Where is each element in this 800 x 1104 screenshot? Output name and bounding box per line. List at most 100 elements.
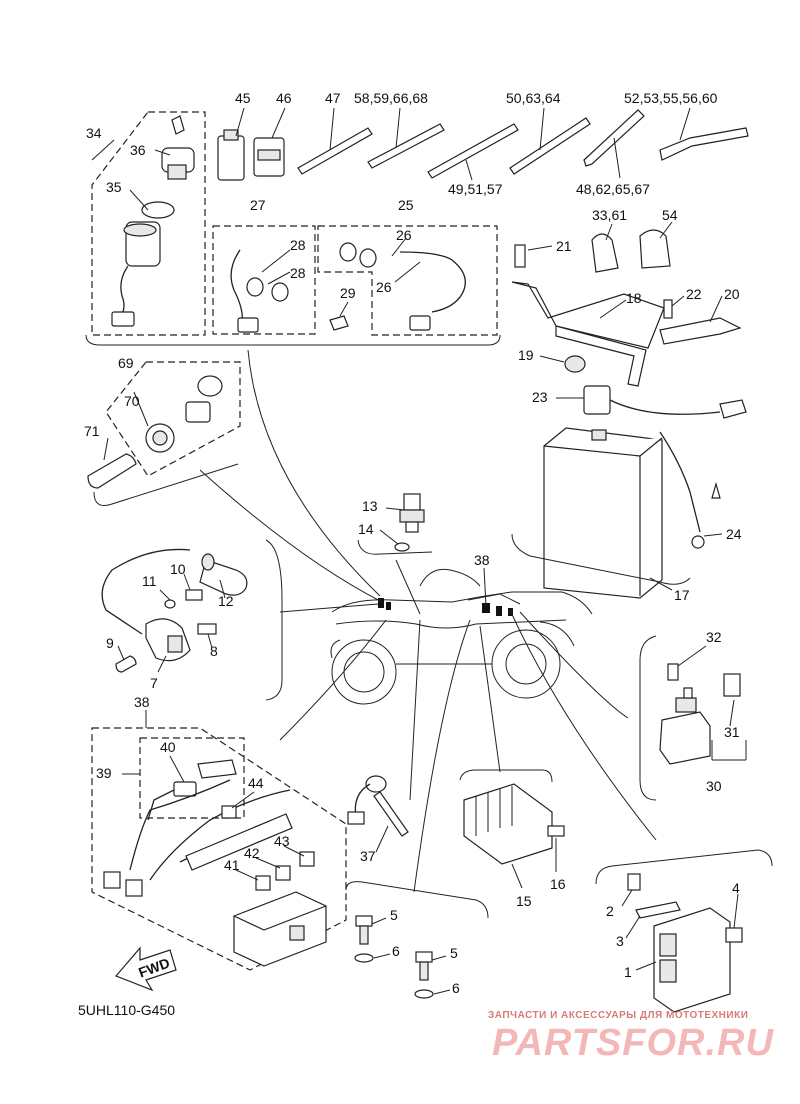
leaders-socket <box>103 391 149 461</box>
callout-52: 52,53,55,56,60 <box>624 90 718 106</box>
callout-15: 15 <box>516 893 532 909</box>
leaders-relay30 <box>677 645 747 761</box>
cable-tie-49 <box>427 123 519 179</box>
callout-11: 11 <box>142 573 157 589</box>
clamp-33 <box>591 233 619 273</box>
washer-6-a <box>354 953 374 963</box>
thermo-bracket-outline <box>357 539 433 555</box>
leader-13 <box>385 507 405 511</box>
cable-tie-47 <box>297 127 373 175</box>
leaders-atv <box>199 349 657 893</box>
cable-tie-58 <box>367 123 445 169</box>
washer-11 <box>164 599 176 609</box>
callout-26-a: 26 <box>396 227 412 243</box>
rectifier-bracket-outline <box>459 769 553 783</box>
callout-19: 19 <box>518 347 534 363</box>
band-52 <box>659 127 749 161</box>
callout-18: 18 <box>626 290 642 306</box>
relay30-bracket-outline <box>639 635 657 801</box>
callout-30: 30 <box>706 778 722 794</box>
plate-20 <box>659 317 742 345</box>
callout-17: 17 <box>674 587 690 603</box>
callout-43: 43 <box>274 833 290 849</box>
cable-tie-50 <box>509 117 591 175</box>
bolt-5-b <box>415 951 433 981</box>
bolt-16 <box>547 825 565 837</box>
bracket-3 <box>635 901 681 919</box>
watermark-brand[interactable]: PARTSFOR.RU <box>492 1022 774 1064</box>
socket-bracket-outline <box>93 463 239 506</box>
callout-16: 16 <box>550 876 566 892</box>
callout-58: 58,59,66,68 <box>354 90 428 106</box>
callout-37: 37 <box>360 848 376 864</box>
callout-8: 8 <box>210 643 218 659</box>
bracket-top-outline <box>85 334 501 346</box>
main-switch-key <box>161 115 195 180</box>
callout-12: 12 <box>218 593 234 609</box>
bolt-10 <box>185 589 203 601</box>
leaders-relay <box>117 573 226 673</box>
callout-35: 35 <box>106 179 122 195</box>
callout-45: 45 <box>235 90 251 106</box>
callout-38-top: 38 <box>474 552 490 568</box>
connector-4 <box>725 927 743 943</box>
callout-6-a: 6 <box>392 943 400 959</box>
callout-29: 29 <box>340 285 356 301</box>
fuse-31 <box>723 673 741 697</box>
callout-31: 31 <box>724 724 740 740</box>
callout-26-b: 26 <box>376 279 392 295</box>
leaders-battery <box>556 397 723 591</box>
group-38-outline <box>91 727 347 971</box>
washer-6-b <box>414 989 434 999</box>
sub-lead-25 <box>339 242 466 331</box>
bolt-2 <box>627 873 641 891</box>
damper-19 <box>564 355 586 373</box>
leaders-cdi <box>621 889 739 971</box>
leader-37 <box>375 825 389 853</box>
callout-50: 50,63,64 <box>506 90 561 106</box>
connector-45 <box>217 129 245 181</box>
group-69-outline <box>105 361 241 477</box>
gasket-14 <box>394 542 410 552</box>
group-39-outline <box>139 737 245 819</box>
callout-33-61: 33,61 <box>592 207 627 223</box>
callout-47: 47 <box>325 90 341 106</box>
connector-44 <box>221 805 237 819</box>
leaders-bracket <box>527 221 723 363</box>
leaders-sub <box>261 237 421 317</box>
fuse-43 <box>299 851 315 867</box>
callout-25: 25 <box>398 197 414 213</box>
battery <box>543 427 663 599</box>
leaders-top <box>91 107 691 211</box>
fuse-box <box>233 891 327 967</box>
callout-36: 36 <box>130 142 146 158</box>
callout-labels: 34 36 35 45 46 47 58,59,66,68 50,63,64 5… <box>84 90 742 996</box>
callout-54: 54 <box>662 207 678 223</box>
cap-29 <box>329 315 349 331</box>
callout-44: 44 <box>248 775 264 791</box>
callout-70: 70 <box>124 393 140 409</box>
sub-lead-27 <box>230 249 289 333</box>
relay-7 <box>145 618 191 662</box>
callout-69: 69 <box>118 355 134 371</box>
callout-14: 14 <box>358 521 374 537</box>
battery-lead-23 <box>583 385 747 419</box>
socket-sleeve-71 <box>87 453 137 489</box>
callout-5-b: 5 <box>450 945 458 961</box>
callout-3: 3 <box>616 933 624 949</box>
bolts-bracket-outline <box>345 881 489 919</box>
callout-40: 40 <box>160 739 176 755</box>
callout-24: 24 <box>726 526 742 542</box>
diagram-code: 5UHL110-G450 <box>78 1002 176 1018</box>
callout-48: 48,62,65,67 <box>576 181 650 197</box>
callout-1: 1 <box>624 964 632 980</box>
callout-7: 7 <box>150 675 158 691</box>
collar-9 <box>115 655 137 673</box>
harness-wires <box>103 779 293 897</box>
callout-4: 4 <box>732 880 740 896</box>
callout-34: 34 <box>86 125 102 141</box>
rectifier-15 <box>463 783 553 865</box>
callout-22: 22 <box>686 286 702 302</box>
callout-27: 27 <box>250 197 266 213</box>
